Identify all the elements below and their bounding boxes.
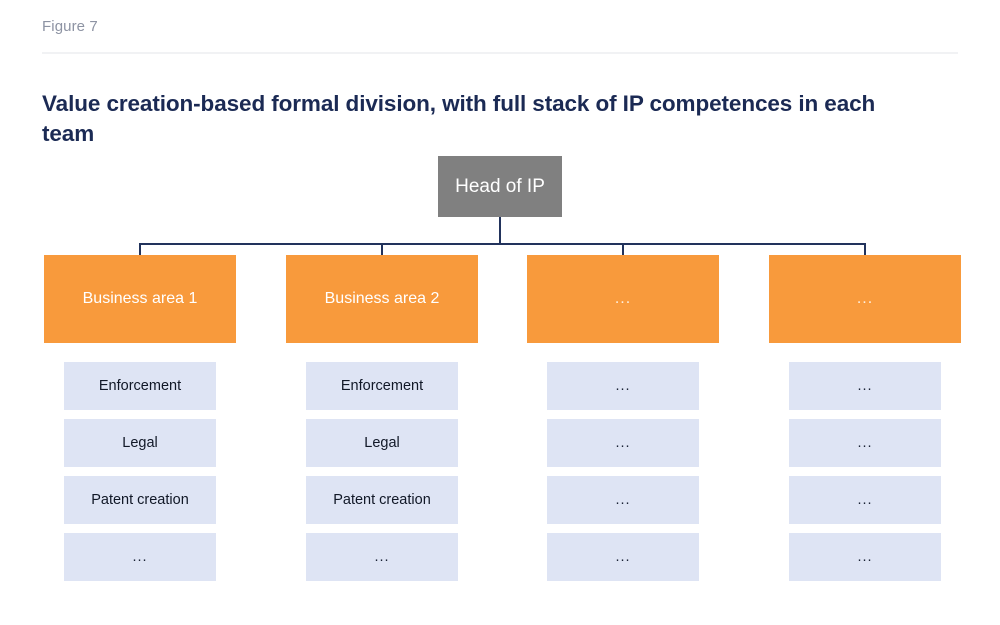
node-competence-col3-1[interactable]: ... [547, 362, 699, 410]
node-competence-col1-legal[interactable]: Legal [64, 419, 216, 467]
connector-drop-3 [622, 243, 624, 255]
node-business-area-1[interactable]: Business area 1 [44, 255, 236, 343]
node-competence-col2-enforcement[interactable]: Enforcement [306, 362, 458, 410]
node-competence-col1-patent-creation[interactable]: Patent creation [64, 476, 216, 524]
connector-drop-4 [864, 243, 866, 255]
page-title: Value creation-based formal division, wi… [42, 91, 876, 147]
node-competence-col3-2[interactable]: ... [547, 419, 699, 467]
figure-label: Figure 7 [42, 18, 98, 35]
node-competence-col2-more[interactable]: ... [306, 533, 458, 581]
node-competence-col4-4[interactable]: ... [789, 533, 941, 581]
node-competence-col3-3[interactable]: ... [547, 476, 699, 524]
node-competence-col4-2[interactable]: ... [789, 419, 941, 467]
connector-drop-2 [381, 243, 383, 255]
connector-bus-bar [139, 243, 866, 245]
connector-root-stem [499, 217, 501, 244]
node-business-area-2[interactable]: Business area 2 [286, 255, 478, 343]
node-head-of-ip[interactable]: Head of IP [438, 156, 562, 217]
node-competence-col1-more[interactable]: ... [64, 533, 216, 581]
node-business-area-4[interactable]: ... [769, 255, 961, 343]
node-competence-col4-3[interactable]: ... [789, 476, 941, 524]
node-competence-col4-1[interactable]: ... [789, 362, 941, 410]
node-competence-col3-4[interactable]: ... [547, 533, 699, 581]
node-competence-col2-patent-creation[interactable]: Patent creation [306, 476, 458, 524]
header-divider [42, 52, 958, 54]
node-business-area-3[interactable]: ... [527, 255, 719, 343]
node-competence-col2-legal[interactable]: Legal [306, 419, 458, 467]
node-competence-col1-enforcement[interactable]: Enforcement [64, 362, 216, 410]
connector-drop-1 [139, 243, 141, 255]
